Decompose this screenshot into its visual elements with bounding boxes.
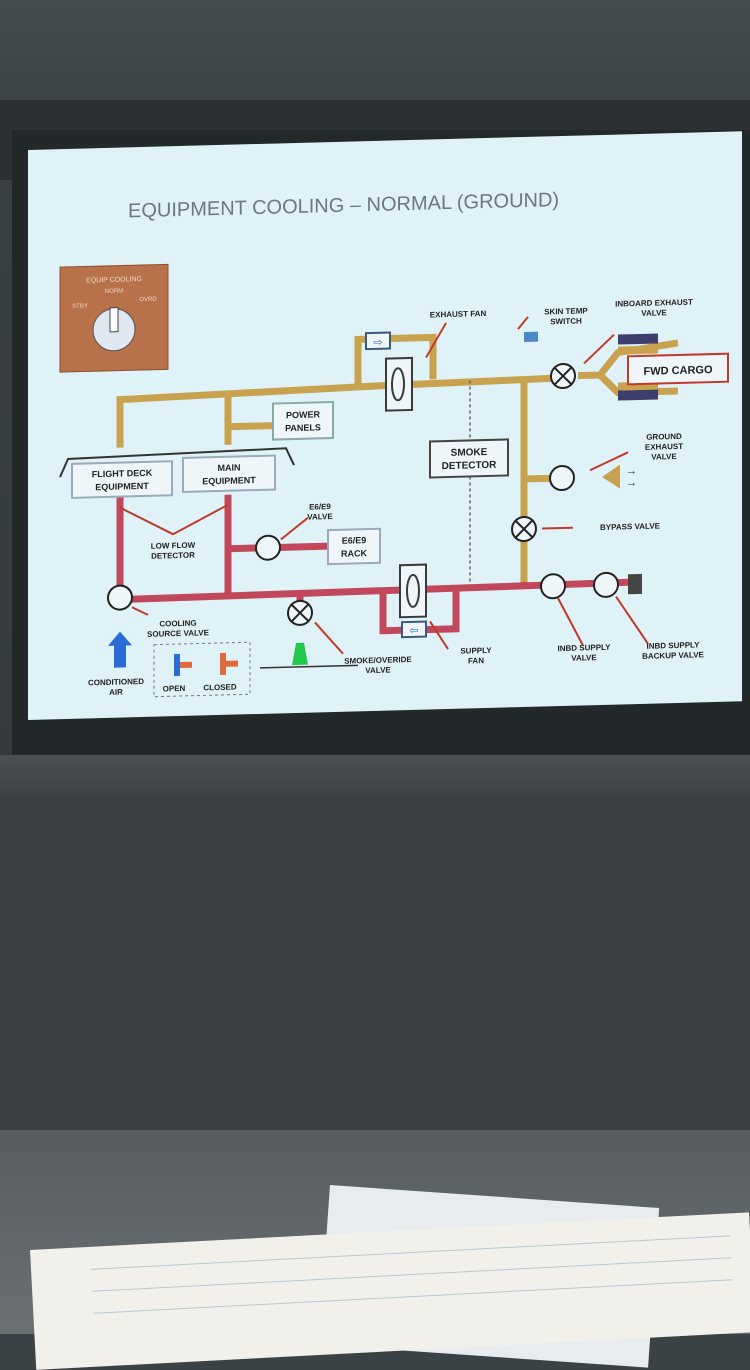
supply-fan-icon: ⇦ — [399, 563, 427, 639]
bypass-valve-icon — [511, 516, 537, 543]
low-flow-detector-lines — [119, 503, 229, 536]
main-equipment-box: MAIN EQUIPMENT — [182, 454, 276, 493]
svg-text:⇨: ⇨ — [373, 337, 382, 349]
svg-text:EQUIPMENT: EQUIPMENT — [95, 481, 149, 492]
label-inbd-backup: INBD SUPPLY — [646, 640, 700, 650]
label-ground-exhaust: EXHAUST — [645, 442, 683, 452]
svg-text:FWD CARGO: FWD CARGO — [643, 364, 712, 378]
conditioned-air-arrow-icon — [108, 631, 132, 668]
inbd-supply-backup-valve-icon — [593, 571, 619, 598]
label-supply: SUPPLY — [460, 646, 492, 656]
label-bypass-valve: BYPASS VALVE — [600, 521, 661, 532]
exhaust-fan-icon: ⇨ — [365, 331, 413, 412]
label-inbd-supply-valve: VALVE — [571, 653, 597, 663]
inbd-supply-valve-icon — [540, 573, 566, 600]
presentation-slide: EQUIPMENT COOLING – NORMAL (GROUND) EQUI… — [28, 131, 742, 721]
svg-text:NORM: NORM — [105, 289, 123, 295]
ground-exhaust-nozzle-icon: → → — [602, 464, 637, 489]
label-low-flow-detector: DETECTOR — [151, 551, 195, 561]
svg-text:→: → — [626, 477, 637, 489]
pointer-arrows — [131, 316, 649, 655]
label-inboard-exhaust: INBOARD EXHAUST — [615, 298, 693, 309]
inboard-exhaust-valve-icon — [550, 362, 576, 389]
label-skin-temp-switch: SWITCH — [550, 316, 582, 326]
label-low-flow: LOW FLOW — [151, 541, 196, 551]
svg-text:FLIGHT DECK: FLIGHT DECK — [92, 468, 153, 480]
supply-inlet-grille-icon — [628, 573, 642, 595]
label-e6e9-valve: E6/E9 — [309, 502, 331, 512]
equip-cooling-panel: EQUIP COOLING NORM STBY OVRD — [59, 263, 169, 373]
label-ground-exhaust-valve: VALVE — [651, 452, 677, 462]
label-cooling-source-valve: SOURCE VALVE — [147, 628, 210, 639]
smoke-override-valve-icon — [287, 599, 313, 626]
skin-temp-switch-icon — [524, 331, 538, 343]
svg-text:POWER: POWER — [286, 409, 320, 420]
label-inbd-supply: INBD SUPPLY — [557, 643, 611, 653]
open-closed-legend — [153, 641, 251, 698]
smoke-detector-box: SMOKE DETECTOR — [429, 438, 509, 479]
label-cooling-source: COOLING — [159, 619, 196, 629]
equipment-bracket — [59, 447, 295, 478]
slide-title: EQUIPMENT COOLING – NORMAL (GROUND) — [128, 189, 559, 222]
label-open: OPEN — [163, 684, 186, 694]
svg-text:E6/E9: E6/E9 — [342, 535, 367, 546]
flight-deck-equipment-box: FLIGHT DECK EQUIPMENT — [71, 460, 173, 499]
svg-text:PANELS: PANELS — [285, 422, 321, 433]
label-smoke-override: SMOKE/OVERIDE — [344, 655, 412, 666]
label-supply-fan: FAN — [468, 656, 484, 665]
knob-pointer — [109, 307, 119, 333]
label-inboard-exhaust-valve: VALVE — [641, 308, 667, 318]
svg-text:EQUIP COOLING: EQUIP COOLING — [86, 276, 142, 284]
svg-text:RACK: RACK — [341, 548, 367, 559]
label-e6e9-valve-2: VALVE — [307, 512, 333, 522]
svg-text:SMOKE: SMOKE — [451, 447, 488, 459]
e6e9-rack-box: E6/E9 RACK — [327, 527, 381, 566]
svg-text:OVRD: OVRD — [139, 297, 157, 303]
cooling-diagram: EQUIPMENT COOLING – NORMAL (GROUND) EQUI… — [59, 189, 729, 698]
e6e9-valve-icon — [255, 534, 281, 561]
label-inbd-backup-valve: BACKUP VALVE — [642, 650, 704, 661]
svg-text:⇦: ⇦ — [409, 625, 418, 637]
power-panels-box: POWER PANELS — [272, 400, 334, 441]
svg-text:STBY: STBY — [72, 303, 88, 309]
svg-text:MAIN: MAIN — [218, 462, 241, 473]
whiteboard-wall — [0, 795, 750, 1145]
cooling-source-valve-icon — [107, 584, 133, 611]
fwd-cargo-box: FWD CARGO — [627, 352, 729, 386]
label-conditioned-air: AIR — [109, 688, 123, 697]
label-smoke-override-valve: VALVE — [365, 665, 391, 675]
svg-text:DETECTOR: DETECTOR — [442, 460, 498, 472]
label-skin-temp: SKIN TEMP — [544, 306, 588, 316]
label-conditioned: CONDITIONED — [88, 677, 144, 687]
whiteboard-tray — [0, 755, 750, 795]
label-closed: CLOSED — [203, 683, 237, 693]
svg-text:→: → — [626, 465, 637, 477]
label-ground: GROUND — [646, 432, 682, 442]
svg-text:EQUIPMENT: EQUIPMENT — [202, 475, 256, 486]
smoke-override-actuator-icon — [292, 642, 308, 666]
ground-exhaust-valve-icon — [549, 465, 575, 492]
label-exhaust-fan: EXHAUST FAN — [430, 309, 487, 319]
